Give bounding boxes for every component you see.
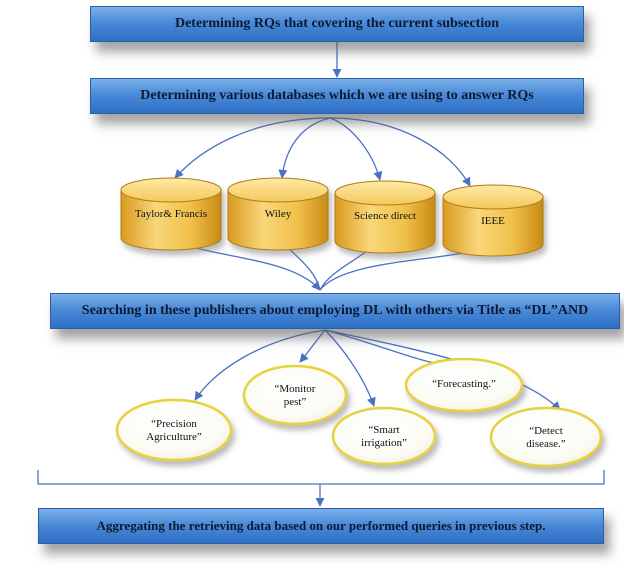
keyword-line: “Monitor bbox=[274, 383, 316, 395]
arrow-to-science-direct bbox=[329, 117, 383, 181]
keyword-line: “Forecasting.” bbox=[432, 378, 496, 390]
arrow-to-forecasting bbox=[324, 329, 446, 369]
step-box-search-publishers: Searching in these publishers about empl… bbox=[50, 293, 620, 329]
keyword-line: Agriculture” bbox=[146, 431, 202, 443]
step-box-aggregate-data: Aggregating the retrieving data based on… bbox=[38, 508, 604, 544]
arrow-to-wiley bbox=[278, 117, 331, 179]
step-text: Aggregating the retrieving data based on… bbox=[96, 518, 546, 533]
keyword-line: irrigation” bbox=[361, 437, 407, 449]
keyword-label-smart-irrigation: “Smart irrigation” bbox=[342, 424, 426, 450]
database-ieee bbox=[442, 184, 544, 257]
keyword-ellipse-smart-irrigation bbox=[331, 406, 437, 466]
keyword-ellipse-forecasting bbox=[404, 357, 524, 413]
database-science-direct bbox=[334, 180, 436, 254]
database-wiley bbox=[227, 177, 329, 251]
database-taylor-francis bbox=[120, 177, 222, 251]
keyword-line: “Precision bbox=[151, 418, 197, 430]
database-label: IEEE bbox=[481, 215, 505, 227]
arrow-to-smart-irrigation bbox=[324, 329, 376, 407]
arrow-to-ieee bbox=[329, 117, 471, 187]
keyword-label-precision-agriculture: “Precision Agriculture” bbox=[127, 418, 221, 444]
database-label: Taylor& Francis bbox=[134, 208, 208, 220]
brace-bracket bbox=[37, 470, 605, 485]
keyword-label-detect-disease: “Detect disease.” bbox=[501, 425, 591, 451]
keyword-label-monitor-pest: “Monitor pest” bbox=[253, 383, 337, 409]
database-label: Science direct bbox=[354, 210, 416, 222]
step-box-determine-databases: Determining various databases which we a… bbox=[90, 78, 584, 114]
step-text: Determining RQs that covering the curren… bbox=[174, 16, 500, 31]
keyword-ellipse-monitor-pest bbox=[242, 364, 348, 426]
keyword-line: disease.” bbox=[526, 438, 566, 450]
step-text: Searching in these publishers about empl… bbox=[81, 303, 589, 318]
keyword-ellipse-precision-agriculture bbox=[115, 398, 233, 462]
arrow-to-precision-agriculture bbox=[194, 329, 326, 401]
step-box-determine-rqs: Determining RQs that covering the curren… bbox=[90, 6, 584, 42]
keyword-line: pest” bbox=[283, 396, 307, 408]
keyword-line: “Smart bbox=[368, 424, 400, 436]
database-label: Wiley bbox=[264, 208, 292, 220]
keyword-line: “Detect bbox=[529, 425, 563, 437]
arrow-to-monitor-pest bbox=[299, 329, 326, 363]
step-text: Determining various databases which we a… bbox=[140, 88, 534, 103]
keyword-label-forecasting: “Forecasting.” bbox=[414, 378, 514, 391]
keyword-ellipse-detect-disease bbox=[489, 406, 603, 468]
arrow-to-taylor-francis bbox=[174, 117, 331, 179]
